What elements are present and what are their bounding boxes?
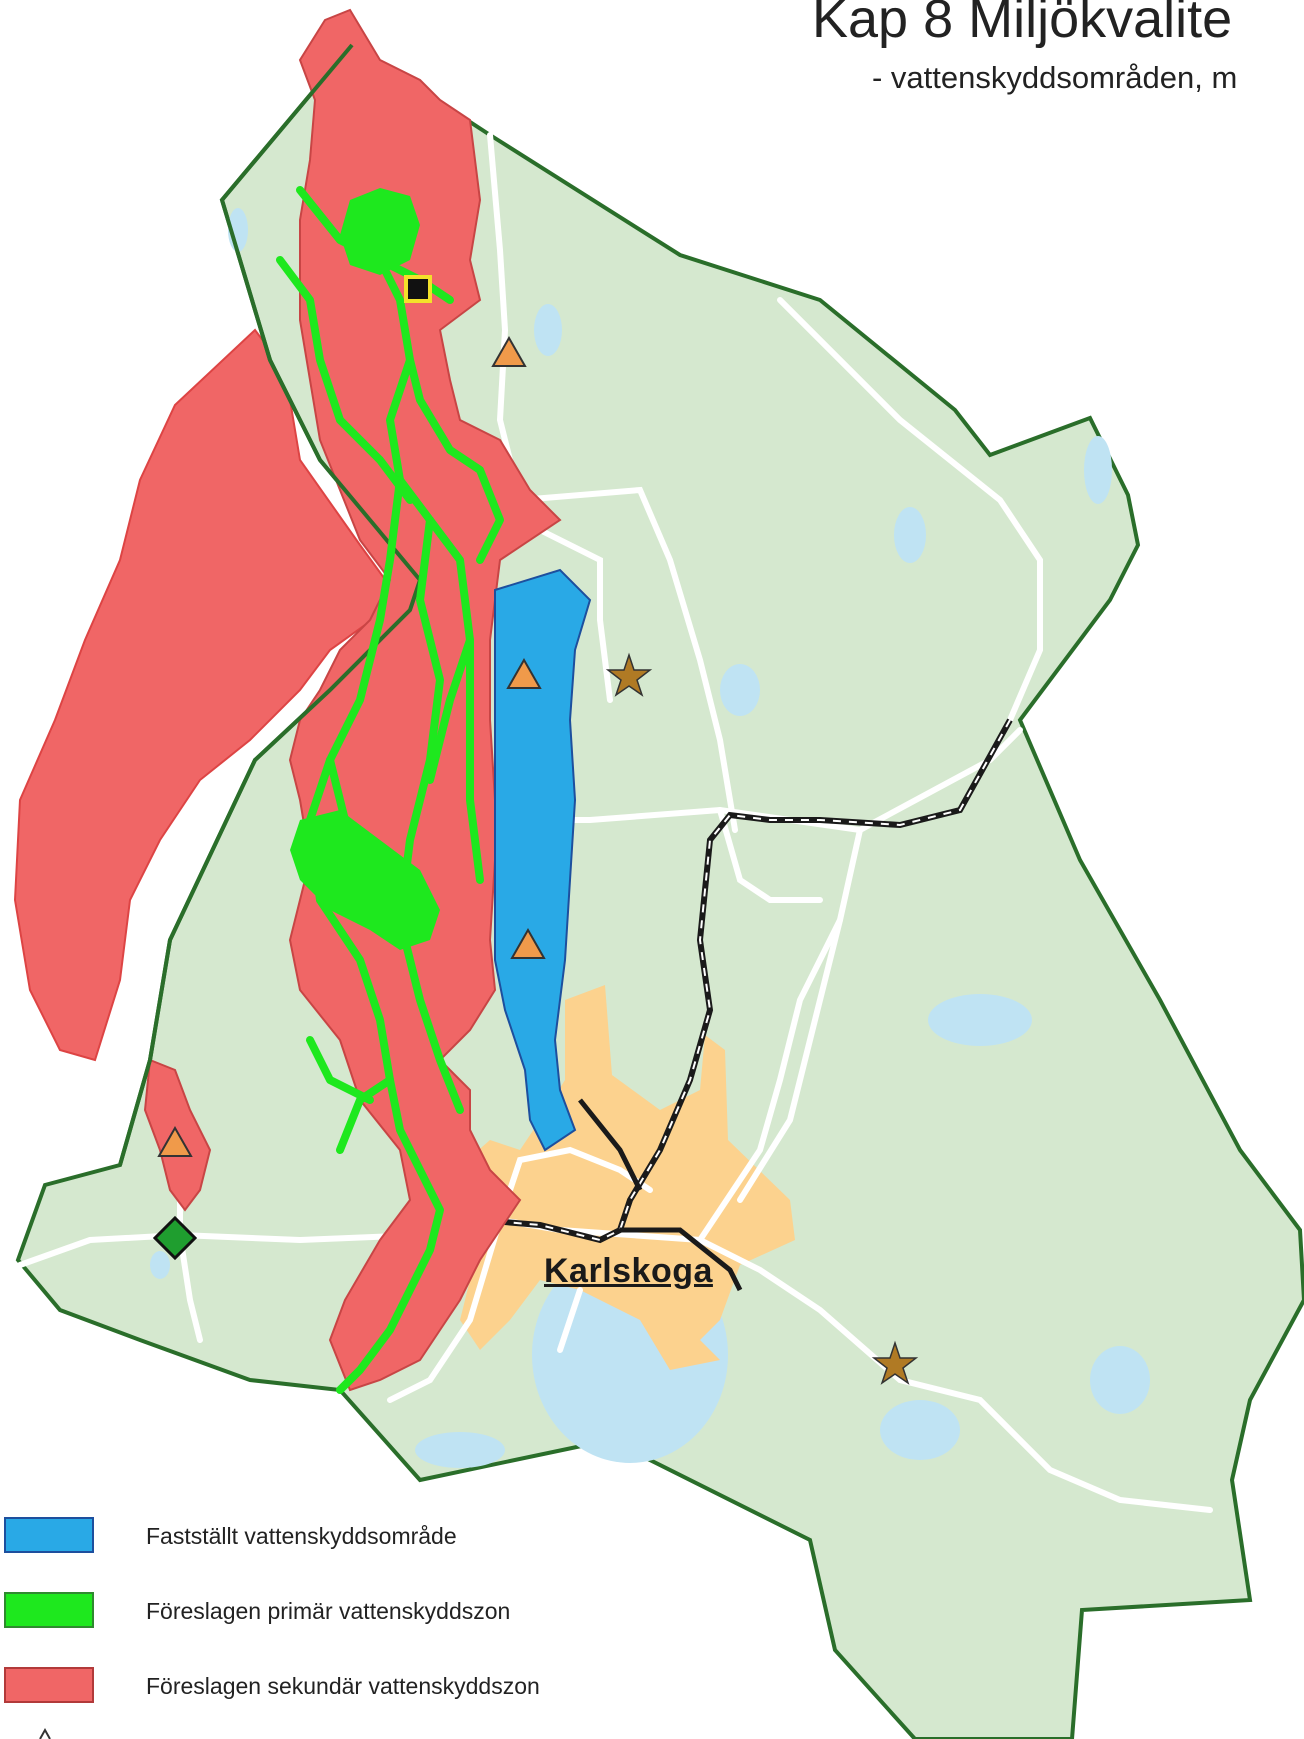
primary-zone (276, 186, 504, 1394)
city-label-karlskoga: Karlskoga (544, 1252, 713, 1290)
legend-item-primary: Föreslagen primär vattenskyddszon (0, 1592, 640, 1632)
municipality-border-west (118, 43, 423, 1166)
municipality-area (15, 42, 1304, 1739)
legend-swatch-red (4, 1667, 94, 1703)
markers (152, 275, 919, 1385)
lake-small-west (150, 1251, 170, 1279)
lake-south-2 (1090, 1346, 1150, 1414)
lake-mid (720, 664, 760, 716)
legend-swatch-green (4, 1592, 94, 1628)
star-marker-2 (871, 1340, 919, 1385)
lake-southwest (415, 1432, 505, 1468)
triangle-marker-2 (506, 657, 542, 689)
diamond-marker (152, 1215, 198, 1261)
legend-item-secondary: Föreslagen sekundär vattenskyddszon (0, 1667, 640, 1707)
map-title: Kap 8 Miljökvalite (812, 0, 1233, 49)
triangle-marker-3 (510, 927, 546, 959)
lake-north (534, 304, 562, 356)
legend-label: Fastställt vattenskyddsområde (146, 1523, 457, 1549)
north-arrow-fragment (39, 1727, 51, 1739)
lake-east-2 (894, 507, 926, 563)
established-protection-area (494, 568, 592, 1152)
legend-label: Föreslagen sekundär vattenskyddszon (146, 1673, 540, 1699)
primary-zone-lake-north (340, 188, 420, 275)
primary-zone-lake-mid (290, 810, 440, 950)
lake-southeast (928, 994, 1032, 1046)
square-marker (404, 275, 432, 303)
lake-east (1084, 436, 1112, 504)
lake-south-1 (880, 1400, 960, 1460)
legend-label: Föreslagen primär vattenskyddszon (146, 1598, 511, 1624)
legend-item-established: Fastställt vattenskyddsområde (0, 1517, 640, 1557)
star-marker-1 (605, 652, 653, 697)
triangle-marker-1 (491, 335, 527, 367)
legend-swatch-blue (4, 1517, 94, 1553)
railway (479, 718, 1013, 1292)
secondary-zone-main (288, 8, 562, 1392)
triangle-marker-4 (157, 1125, 193, 1157)
map-subtitle: - vattenskyddsområden, m (872, 60, 1238, 95)
secondary-zone-west (13, 328, 402, 1062)
urban-area-karlskoga (450, 985, 795, 1370)
